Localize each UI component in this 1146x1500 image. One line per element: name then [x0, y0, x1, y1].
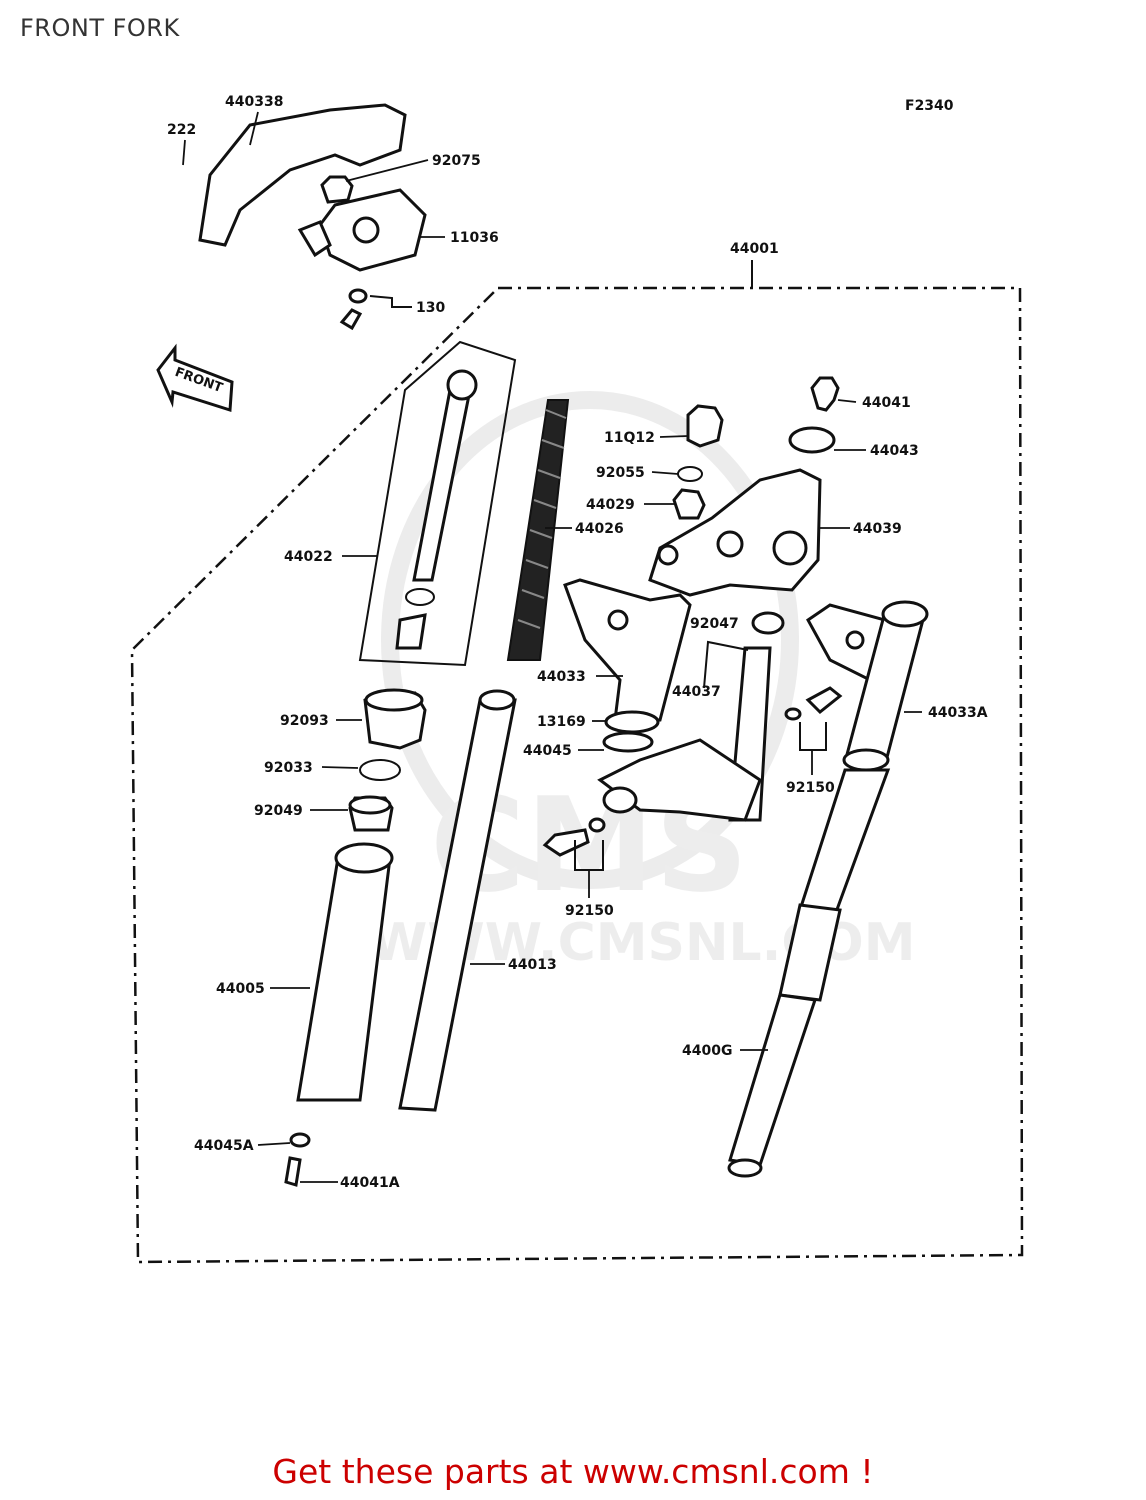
cap-bolt-44041 — [810, 376, 840, 412]
oring-92055 — [677, 466, 703, 482]
damper-rod-box-44022 — [358, 340, 517, 667]
spring-44026 — [506, 399, 570, 661]
label-44041A: 44041A — [340, 1175, 400, 1191]
clip-92033 — [359, 759, 401, 781]
left-slider-44005 — [296, 856, 392, 1102]
bolt-92150-upper — [805, 686, 843, 715]
label-44045: 44045 — [523, 743, 572, 759]
label-44001: 44001 — [730, 241, 779, 257]
label-92150-lower: 92150 — [565, 903, 614, 919]
label-92093: 92093 — [280, 713, 329, 729]
label-92150-upper: 92150 — [786, 780, 835, 796]
assembly-boundary — [130, 286, 1024, 1264]
label-92033: 92033 — [264, 760, 313, 776]
label-44022: 44022 — [284, 549, 333, 565]
bolt-92150-lower — [542, 828, 590, 857]
stem-head-44033 — [563, 578, 692, 722]
bolt-44041A — [284, 1156, 302, 1187]
label-11036: 11036 — [450, 230, 499, 246]
label-44037: 44037 — [672, 684, 721, 700]
diagram-code: F2340 — [905, 98, 954, 114]
leader-lines — [182, 111, 922, 1183]
label-92049: 92049 — [254, 803, 303, 819]
label-44033A: 44033A — [928, 705, 988, 721]
front-arrow: FRONT — [156, 343, 234, 413]
label-44026: 44026 — [575, 521, 624, 537]
label-44029: 44029 — [586, 497, 635, 513]
label-92075: 92075 — [432, 153, 481, 169]
race-44045 — [602, 731, 654, 753]
footer-link[interactable]: Get these parts at www.cmsnl.com ! — [272, 1452, 874, 1491]
label-440338: 440338 — [225, 94, 283, 110]
label-92055: 92055 — [596, 465, 645, 481]
label-44033: 44033 — [537, 669, 586, 685]
label-11012: 11Q12 — [604, 430, 655, 446]
label-44045A: 44045A — [194, 1138, 254, 1154]
label-130: 130 — [416, 300, 445, 316]
label-44039: 44039 — [853, 521, 902, 537]
label-44005: 44005 — [216, 981, 265, 997]
handle-cover-group — [198, 103, 427, 331]
page-title: FRONT FORK — [20, 14, 180, 42]
washer-130 — [348, 288, 368, 304]
label-44013: 44013 — [508, 957, 557, 973]
bearing-13169 — [604, 710, 660, 734]
label-92047: 92047 — [690, 616, 739, 632]
part-labels: 440338 222 92075 11036 130 44001 44041 4… — [167, 94, 988, 1191]
bolt-11012 — [686, 404, 724, 448]
label-44041: 44041 — [862, 395, 911, 411]
label-44043: 44043 — [870, 443, 919, 459]
lower-bracket — [597, 738, 762, 822]
washer-44045A — [289, 1132, 311, 1148]
collar-44029 — [672, 488, 706, 520]
washer-92047 — [751, 611, 785, 635]
damper-part-92075 — [320, 175, 354, 204]
damper-rod — [412, 388, 472, 582]
washer-44043 — [788, 426, 836, 454]
label-222: 222 — [167, 122, 196, 138]
label-13169: 13169 — [537, 714, 586, 730]
label-44006: 4400G — [682, 1043, 732, 1059]
